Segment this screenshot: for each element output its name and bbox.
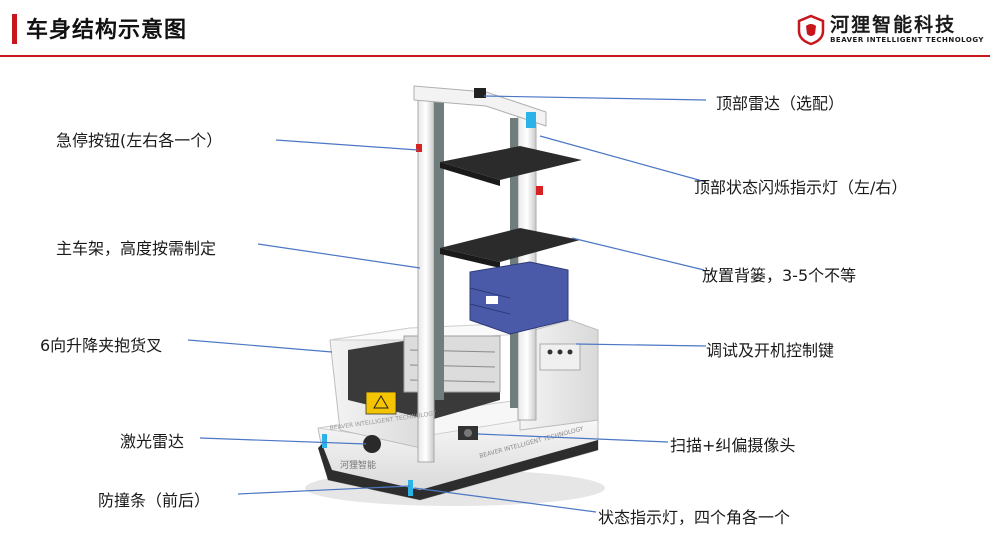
leader-camera <box>477 433 669 443</box>
basket <box>469 261 569 335</box>
leader-lines <box>187 95 707 513</box>
label-laser-radar: 激光雷达 <box>120 432 185 451</box>
emergency-stop-right <box>536 186 543 195</box>
right-body <box>519 319 599 431</box>
leader-laser-radar <box>199 437 367 445</box>
shelves <box>440 146 582 268</box>
top-radar <box>474 88 486 98</box>
label-status-light: 状态指示灯，四个角各一个 <box>598 508 791 527</box>
laser-radar <box>363 435 381 453</box>
label-top-status-light: 顶部状态闪烁指示灯（左/右） <box>694 178 908 197</box>
header-divider <box>0 55 990 57</box>
corner-light-front <box>408 480 413 496</box>
leader-main-frame <box>257 243 421 269</box>
label-control-keys: 调试及开机控制键 <box>706 341 835 360</box>
label-top-radar: 顶部雷达（选配） <box>716 94 845 113</box>
body-brand-text: 河狸智能 <box>340 459 376 471</box>
label-main-frame: 主车架，高度按需制定 <box>56 239 217 258</box>
label-bumper: 防撞条（前后） <box>98 491 211 510</box>
logo-chinese: 河狸智能科技 <box>830 14 957 36</box>
label-baskets: 放置背篓，3-5个不等 <box>702 266 857 285</box>
label-emergency-stop: 急停按钮(左右各一个） <box>56 131 223 150</box>
beaver-shield-icon <box>797 14 825 46</box>
page-title: 车身结构示意图 <box>26 18 188 43</box>
leader-baskets <box>571 237 705 271</box>
leader-fork <box>187 339 333 353</box>
emergency-stop-left <box>416 144 422 152</box>
company-logo: 河狸智能科技 BEAVER INTELLIGENT TECHNOLOGY <box>796 14 984 46</box>
corner-light-left <box>322 434 327 448</box>
bumper-strip <box>318 444 420 500</box>
control-panel <box>539 343 581 371</box>
leader-top-radar <box>483 95 707 101</box>
logo-english: BEAVER INTELLIGENT TECHNOLOGY <box>830 36 984 44</box>
leader-bumper <box>237 485 411 495</box>
leader-top-status-light <box>539 135 707 183</box>
leader-emergency-stop <box>275 139 419 151</box>
label-fork: 6向升降夹抱货叉 <box>40 336 163 355</box>
title-accent-bar <box>12 14 17 44</box>
top-status-light <box>526 112 536 128</box>
leader-status-light <box>413 487 597 513</box>
label-camera: 扫描+纠偏摄像头 <box>670 436 796 455</box>
leader-control-keys <box>575 343 707 347</box>
